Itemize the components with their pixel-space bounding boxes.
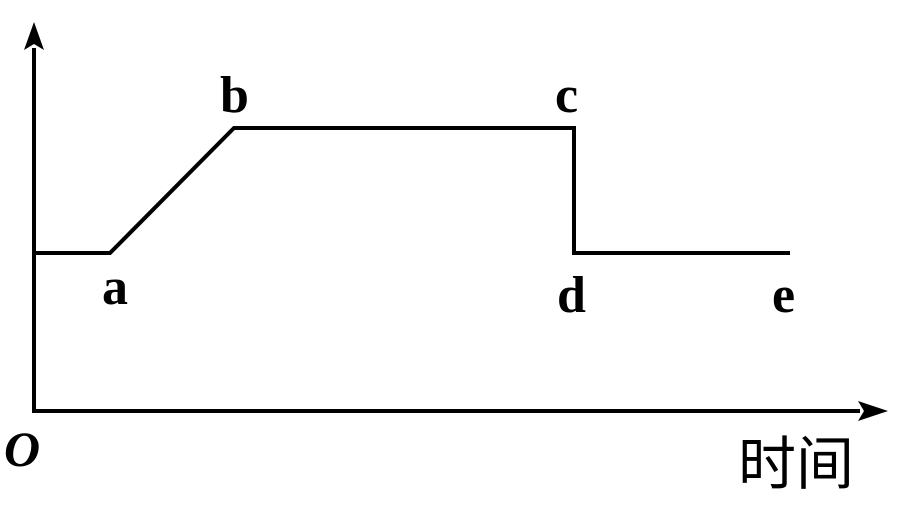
point-label-b: b xyxy=(220,67,249,124)
point-label-a: a xyxy=(102,259,128,316)
point-label-c: c xyxy=(555,67,578,124)
x-axis-label: 时间 xyxy=(738,430,854,498)
graph-line xyxy=(34,126,790,255)
origin-label: O xyxy=(4,421,40,477)
y-axis-arrow xyxy=(24,22,44,50)
point-label-e: e xyxy=(772,267,795,324)
x-axis-arrow xyxy=(858,401,888,421)
point-label-d: d xyxy=(557,267,586,324)
